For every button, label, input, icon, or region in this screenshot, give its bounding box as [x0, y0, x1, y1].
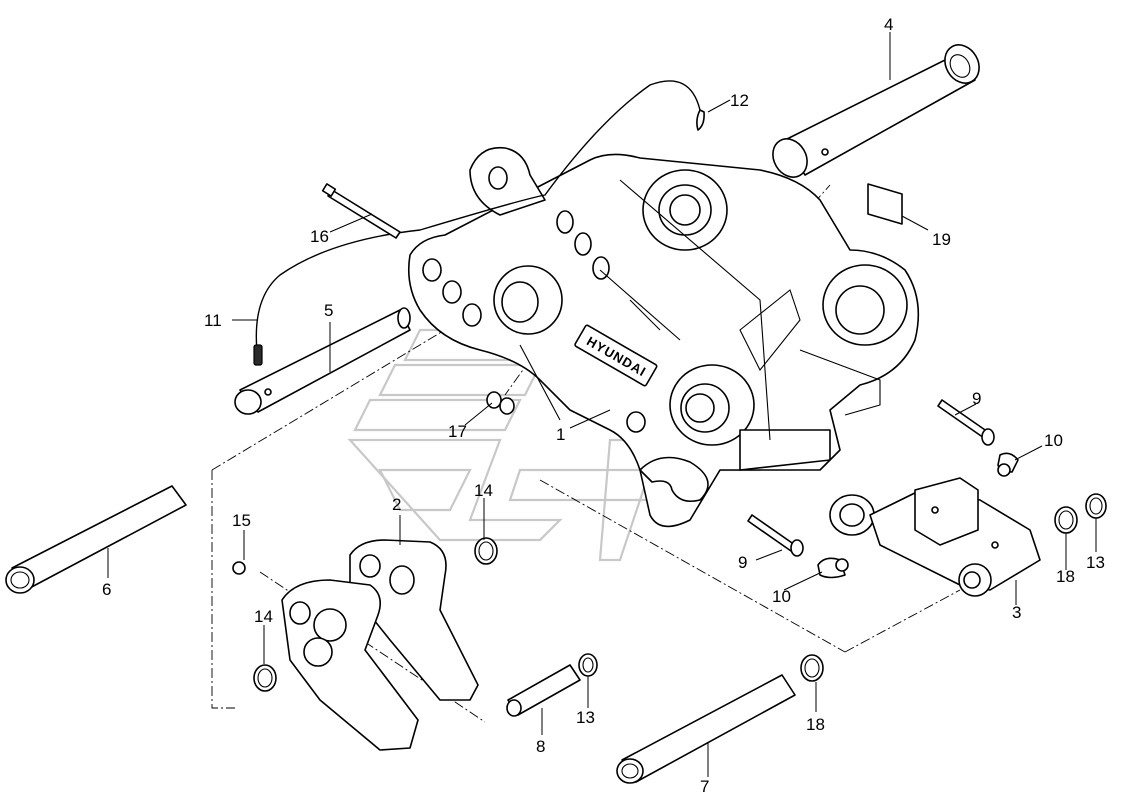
pin-8	[506, 653, 598, 717]
bracket-2	[281, 539, 479, 751]
seal-rings-14	[253, 537, 498, 692]
callout-9a: 9	[972, 389, 981, 408]
callout-12: 12	[730, 91, 749, 110]
callout-10a: 10	[1044, 431, 1063, 450]
r-clip-12	[696, 109, 705, 131]
callout-9b: 9	[738, 553, 747, 572]
nuts-17	[486, 391, 515, 415]
pin-5	[234, 307, 411, 415]
plug-15	[232, 561, 246, 575]
callout-18a: 18	[1056, 567, 1075, 586]
callout-7: 7	[700, 777, 709, 796]
seal-rings-right	[1054, 493, 1107, 534]
callout-13a: 13	[576, 708, 595, 727]
callout-13b-label: 13	[1086, 553, 1105, 572]
callout-3: 3	[1012, 603, 1021, 622]
pin-6	[5, 485, 187, 594]
callout-5: 5	[324, 301, 333, 320]
callout-10b: 10	[772, 587, 791, 606]
hydraulic-cylinder-3	[829, 477, 1041, 597]
pin-4	[772, 44, 980, 178]
callout-14a: 14	[474, 481, 493, 500]
callout-labels: 4 12 16 19 11 5 17 1 9 10 14 2 15 9 13 1…	[102, 15, 1105, 796]
safety-cable	[253, 80, 701, 366]
callout-4: 4	[884, 15, 893, 34]
fittings-9-10	[747, 399, 1019, 579]
callout-8: 8	[536, 737, 545, 756]
callout-2: 2	[392, 495, 401, 514]
callout-17: 17	[448, 422, 467, 441]
callout-15: 15	[232, 511, 251, 530]
callout-1: 1	[556, 425, 565, 444]
callout-16: 16	[310, 227, 329, 246]
callout-19: 19	[932, 230, 951, 249]
pin-7	[616, 654, 824, 784]
leader-lines	[107, 32, 1097, 777]
quick-coupler-body: HYUNDAI	[407, 146, 920, 528]
decal-19	[867, 183, 903, 225]
callout-11: 11	[204, 311, 222, 330]
callout-6: 6	[102, 580, 111, 599]
callout-18b: 18	[806, 715, 825, 734]
callout-14b: 14	[254, 607, 273, 626]
bolt-16	[321, 183, 401, 239]
